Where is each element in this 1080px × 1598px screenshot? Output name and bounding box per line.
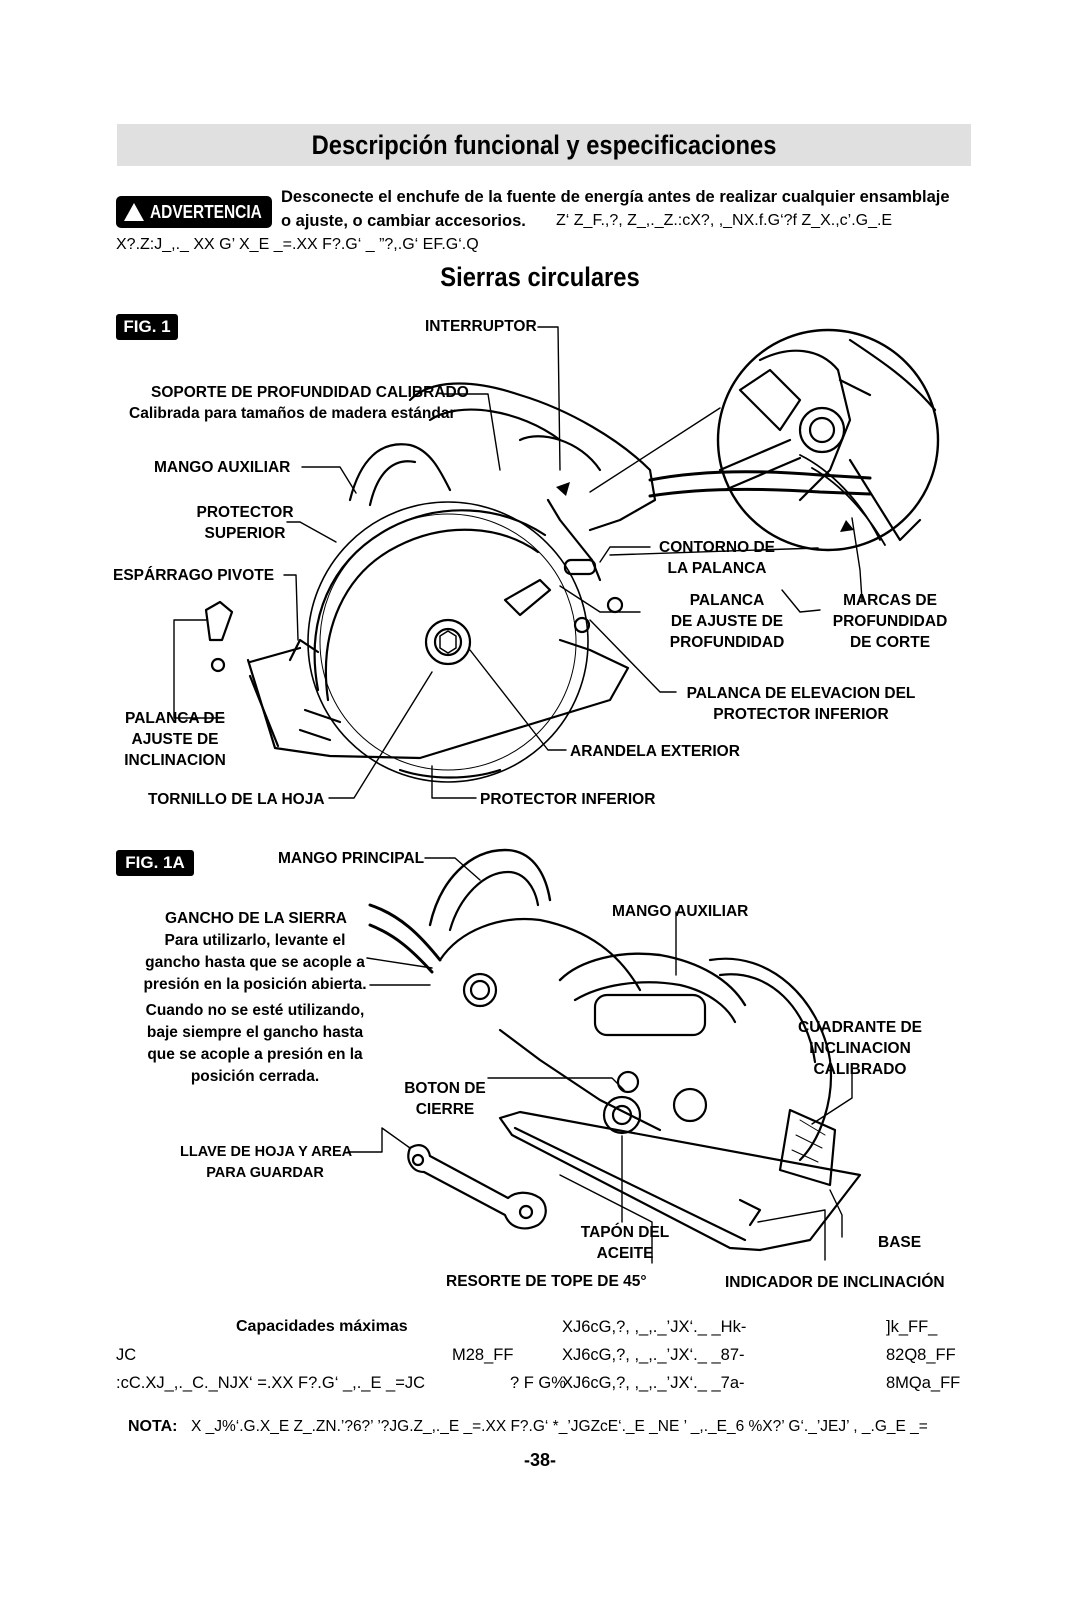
spec-row1-c3: XJ6cG,?, ,_,._’JX‘._ _Hk- [562, 1318, 747, 1336]
gancho-line-5: baje siempre el gancho hasta [146, 1024, 364, 1041]
label-protector-superior-1: PROTECTOR [196, 504, 294, 521]
label-protector-inferior: PROTECTOR INFERIOR [480, 791, 656, 808]
label-mango-auxiliar-1a: MANGO AUXILIAR [612, 903, 749, 920]
fig1a-saw-drawing [368, 848, 862, 1252]
label-inclinacion-1: PALANCA DE [125, 710, 225, 727]
label-soporte-sub: Calibrada para tamaños de madera estánda… [129, 405, 456, 422]
label-tapon-2: ACEITE [596, 1245, 654, 1262]
label-esparrago-pivote: ESPÁRRAGO PIVOTE [113, 567, 275, 584]
arrow-marks [556, 482, 854, 532]
label-boton-1: BOTON DE [404, 1080, 486, 1097]
spec-row3-c4: 8MQa_FF [886, 1374, 961, 1392]
gancho-line-4: Cuando no se esté utilizando, [145, 1002, 365, 1019]
label-soporte-profundidad: SOPORTE DE PROFUNDIDAD CALIBRADO [151, 384, 469, 401]
fig1a-tag: FIG. 1A [116, 850, 194, 876]
label-palanca-prof-2: DE AJUSTE DE [670, 613, 784, 630]
nota-label: NOTA: [128, 1418, 178, 1435]
spec-row3-c2: ? F G% [510, 1374, 566, 1392]
label-tapon-1: TAPÓN DEL [580, 1224, 670, 1241]
gancho-line-1: Para utilizarlo, levante el [164, 932, 346, 949]
warning-badge: ADVERTENCIA [116, 196, 272, 228]
specs-heading: Capacidades máximas [236, 1318, 408, 1335]
fig1-leaders [173, 326, 863, 799]
fig1a-leaders [347, 857, 853, 1264]
spec-row2-c4: 82Q8_FF [886, 1346, 956, 1364]
label-contorno-1: CONTORNO DE [659, 539, 775, 556]
gancho-line-2: gancho hasta que se acople a [145, 954, 365, 971]
label-mango-principal: MANGO PRINCIPAL [278, 850, 425, 867]
label-elevacion-2: PROTECTOR INFERIOR [713, 706, 889, 723]
label-gancho-title: GANCHO DE LA SIERRA [165, 910, 347, 927]
label-cuadrante-1: CUADRANTE DE [798, 1019, 922, 1036]
warning-line-2-bold: o ajuste, o cambiar accesorios. [281, 212, 526, 230]
spec-row2-c2: M28_FF [452, 1346, 514, 1364]
spec-row2-c3: XJ6cG,?, ,_,._’JX‘._ _87- [562, 1346, 745, 1364]
gancho-line-3: presión en la posición abierta. [143, 976, 367, 993]
label-indicador-inclinacion: INDICADOR DE INCLINACIÓN [725, 1274, 945, 1291]
label-base: BASE [878, 1234, 922, 1251]
label-boton-2: CIERRE [415, 1101, 475, 1118]
label-tornillo-hoja: TORNILLO DE LA HOJA [148, 791, 325, 808]
spec-row1-c4: ]k_FF_ [886, 1318, 938, 1336]
spec-row3-c3: XJ6cG,?, ,_,._’JX‘._ _7a- [562, 1374, 745, 1392]
label-marcas-3: DE CORTE [849, 634, 931, 651]
label-arandela-exterior: ARANDELA EXTERIOR [570, 743, 740, 760]
label-palanca-prof-3: PROFUNDIDAD [669, 634, 785, 651]
title-bar: Descripción funcional y especificaciones [117, 124, 971, 166]
warning-badge-label: ADVERTENCIA [150, 201, 262, 222]
label-marcas-2: PROFUNDIDAD [832, 613, 948, 630]
label-cuadrante-3: CALIBRADO [813, 1061, 907, 1078]
label-contorno-2: LA PALANCA [667, 560, 767, 577]
gancho-line-7: posición cerrada. [190, 1068, 320, 1085]
label-protector-superior-2: SUPERIOR [204, 525, 286, 542]
spec-row3-c1: :cC.XJ_,._C._NJX‘ =.XX F?.G‘ _,._E _=JC [116, 1374, 426, 1392]
blade-wrench-drawing [407, 1144, 547, 1230]
warning-line-2-rest: Z‘ Z_F.,?, Z_,._Z.:cX?, ,_NX.f.G‘?f Z_X.… [556, 212, 893, 229]
spec-row2-c1: JC [116, 1346, 137, 1364]
warning-line-3: X?.Z:J_,._ XX G’ X_E _=.XX F?.G‘ _ ”?,.G… [116, 236, 479, 253]
page-number: -38- [523, 1450, 556, 1470]
label-mango-auxiliar: MANGO AUXILIAR [154, 459, 291, 476]
label-inclinacion-3: INCLINACION [124, 752, 226, 769]
gancho-line-6: que se acople a presión en la [147, 1046, 363, 1063]
warning-line-1: Desconecte el enchufe de la fuente de en… [281, 188, 950, 206]
label-palanca-prof-1: PALANCA [689, 592, 765, 609]
label-llave-2: PARA GUARDAR [206, 1165, 324, 1181]
warning-triangle-icon [124, 203, 144, 221]
label-elevacion-1: PALANCA DE ELEVACION DEL [686, 685, 916, 702]
fig1-tag: FIG. 1 [116, 314, 178, 340]
label-llave-1: LLAVE DE HOJA Y AREA [180, 1144, 353, 1160]
label-interruptor: INTERRUPTOR [425, 318, 537, 335]
fig1-zoom-detail [589, 328, 940, 556]
label-marcas-1: MARCAS DE [843, 592, 937, 609]
page-title: Descripción funcional y especificaciones [311, 130, 777, 160]
label-inclinacion-2: AJUSTE DE [131, 731, 219, 748]
section-title: Sierras circulares [440, 262, 640, 292]
label-cuadrante-2: INCLINACION [809, 1040, 911, 1057]
label-resorte-tope: RESORTE DE TOPE DE 45° [446, 1273, 647, 1290]
nota-text: X _J%‘.G.X_E Z_.ZN.’?6?’ ’?JG.Z_,._E _=.… [191, 1418, 928, 1435]
